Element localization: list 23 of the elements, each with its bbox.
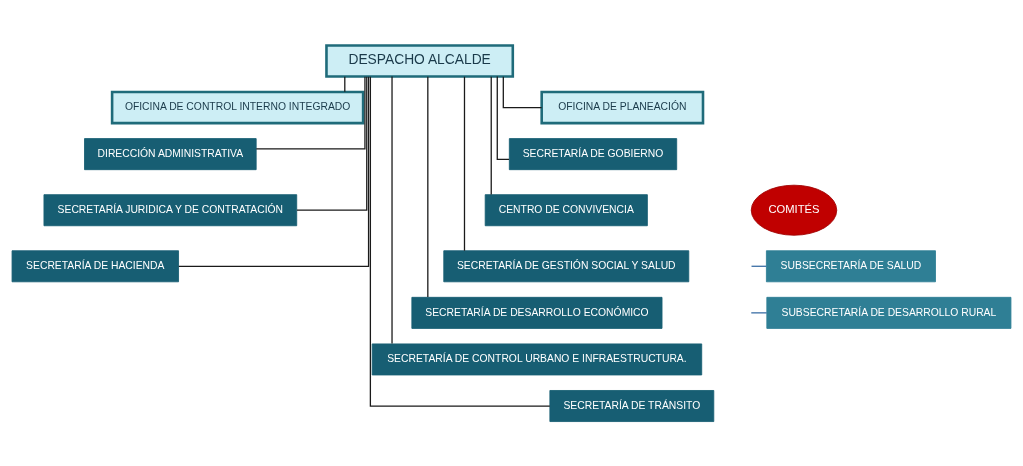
node-box: SECRETARÍA DE GOBIERNO (508, 137, 678, 170)
node-box: SECRETARÍA DE DESARROLLO ECONÓMICO (411, 296, 663, 329)
connector (463, 75, 466, 251)
node-box: SECRETARÍA DE TRÁNSITO (549, 389, 715, 422)
node-box: SECRETARÍA JURIDICA Y DE CONTRATACIÓN (43, 193, 298, 226)
node-box: SUBSECRETARÍA DE SALUD (765, 249, 936, 282)
node-ellipse: COMITÉS (750, 184, 838, 236)
node-box: OFICINA DE PLANEACIÓN (540, 90, 705, 124)
connector (750, 311, 768, 313)
node-box: SUBSECRETARÍA DE DESARROLLO RURAL (766, 296, 1012, 329)
connector (502, 75, 543, 108)
node-box: SECRETARÍA DE GESTIÓN SOCIAL Y SALUD (443, 249, 690, 282)
node-box: OFICINA DE CONTROL INTERNO INTEGRADO (110, 90, 365, 124)
connector (369, 75, 551, 407)
node-box: DIRECCIÓN ADMINISTRATIVA (84, 137, 257, 170)
connector (490, 75, 492, 195)
node-box: SECRETARÍA DE CONTROL URBANO E INFRAESTRUCTURA. (371, 343, 703, 375)
connector (496, 75, 510, 160)
connector (391, 75, 393, 344)
connector (427, 75, 429, 298)
node-box: CENTRO DE CONVIVENCIA (484, 193, 648, 226)
node-box: SECRETARÍA DE HACIENDA (11, 249, 179, 282)
node-box: DESPACHO ALCALDE (325, 43, 515, 78)
